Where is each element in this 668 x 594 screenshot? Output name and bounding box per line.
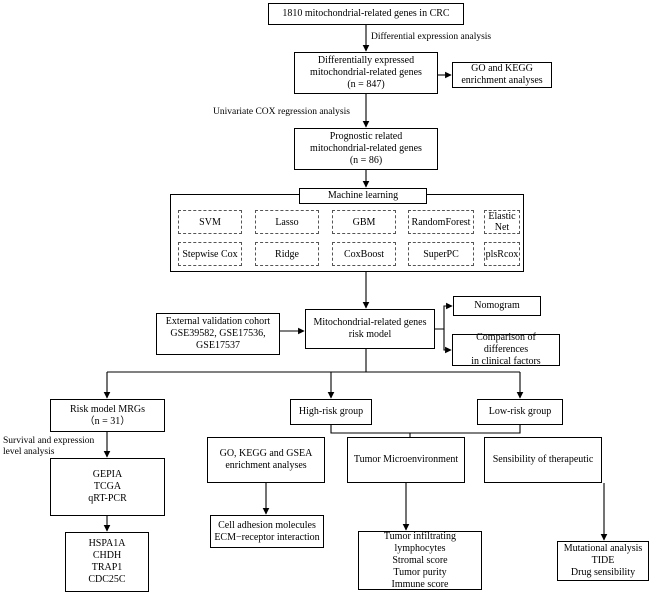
prognostic-node-line-2: mitochondrial-related genes (310, 143, 422, 154)
cell-adhesion-node-line-2: ECM−receptor interaction (214, 531, 320, 543)
mutational-analysis-node-line-2: TIDE (591, 555, 615, 566)
sensibility-therapeutic-node-line-1: Sensibility of therapeutic (492, 454, 594, 465)
clinical-factors-node-line-2: in clinical factors (471, 356, 541, 367)
method-svm: SVM (178, 210, 242, 234)
method-superpc-line-1: SuperPC (423, 248, 459, 260)
external-validation-node-line-2: GSE39582, GSE17536, (170, 328, 266, 339)
machine-learning-title: Machine learning (299, 188, 427, 204)
nomogram-node-line-1: Nomogram (474, 300, 520, 311)
label-survival-expression-line-1: Survival and expression (3, 436, 95, 446)
tumor-microenvironment-node-line-1: Tumor Microenvironment (353, 454, 459, 465)
label-univariate-cox: Univariate COX regression analysis (213, 107, 350, 118)
method-ridge: Ridge (255, 242, 319, 266)
deg-node-line-1: Differentially expressed (317, 55, 415, 66)
gsea-enrichment-node-line-1: GO, KEGG and GSEA (219, 448, 313, 459)
tumor-infiltrating-node-line-2: Stromal score (392, 554, 448, 566)
gsea-enrichment-node-line-2: enrichment analyses (225, 460, 307, 471)
mutational-analysis-node-line-3: Drug sensibility (570, 567, 636, 578)
key-genes-node-line-2: CHDH (92, 550, 122, 561)
method-svm-line-1: SVM (199, 216, 221, 228)
machine-learning-title-line-1: Machine learning (327, 190, 399, 201)
high-risk-group-node-line-1: High-risk group (298, 406, 364, 417)
deg-node-line-3: (n = 847) (347, 79, 385, 90)
method-stepwise-cox-line-1: Stepwise Cox (182, 248, 238, 260)
key-genes-node-line-1: HSPA1A (88, 538, 126, 549)
label-differential-expression: Differential expression analysis (371, 32, 491, 43)
method-random-forest-line-2: Forest (445, 216, 471, 228)
method-plsrcox-line-1: plsRcox (485, 248, 519, 260)
label-differential-expression-line-1: Differential expression analysis (371, 32, 492, 42)
sensibility-therapeutic-node: Sensibility of therapeutic (484, 437, 602, 483)
key-genes-node-line-3: TRAP1 (91, 562, 123, 573)
prognostic-node-line-3: (n = 86) (349, 155, 383, 166)
method-lasso-line-1: Lasso (275, 216, 299, 228)
method-random-forest-line-1: Random (411, 216, 446, 228)
nomogram-node: Nomogram (453, 296, 541, 316)
start-node-line-1: 1810 mitochondrial-related genes in CRC (282, 8, 450, 19)
clinical-factors-node-line-1: Comparison of differences (476, 332, 536, 355)
deg-node-line-2: mitochondrial-related genes (310, 67, 422, 78)
risk-model-node-line-1: Mitochondrial-related genes (313, 317, 427, 328)
method-stepwise-cox: Stepwise Cox (178, 242, 242, 266)
method-gbm: GBM (332, 210, 396, 234)
method-elastic-net: Elastic Net (484, 210, 520, 234)
tumor-infiltrating-node-line-1: Tumor infiltrating lymphocytes (383, 530, 457, 554)
label-survival-expression-line-2: level analysis (3, 447, 55, 457)
tumor-infiltrating-node-line-3: Tumor purity (393, 566, 447, 578)
external-validation-node-line-3: GSE17537 (196, 340, 240, 351)
method-plsrcox: plsRcox (484, 242, 520, 266)
key-genes-node-line-4: CDC25C (88, 574, 126, 585)
go-kegg-node-line-2: enrichment analyses (461, 75, 543, 86)
edge-risk-nomogram (435, 302, 453, 330)
risk-model-mrgs-node-line-2: （n = 31） (84, 415, 131, 427)
mutational-analysis-node-line-1: Mutational analysis (563, 543, 643, 554)
start-node: 1810 mitochondrial-related genes in CRC (268, 3, 464, 25)
label-univariate-cox-line-1: Univariate COX regression analysis (213, 107, 350, 117)
risk-model-mrgs-node-line-1: Risk model MRGs (69, 403, 145, 415)
method-lasso: Lasso (255, 210, 319, 234)
risk-model-node-line-2: risk model (348, 329, 392, 340)
validation-methods-node-line-1: GEPIA (92, 469, 123, 480)
validation-methods-node-line-3: qRT-PCR (88, 493, 127, 504)
edge-groups-join (330, 425, 521, 434)
tumor-microenvironment-node: Tumor Microenvironment (347, 437, 465, 483)
method-gbm-line-1: GBM (352, 216, 376, 228)
low-risk-group-node-line-1: Low-risk group (488, 406, 552, 417)
external-validation-node-line-1: External validation cohort (165, 316, 271, 327)
method-coxboost: CoxBoost (332, 242, 396, 266)
high-risk-group-node: High-risk group (290, 399, 372, 425)
validation-methods-node-line-2: TCGA (93, 481, 122, 492)
method-ridge-line-1: Ridge (275, 248, 299, 260)
go-kegg-node-line-1: GO and KEGG (471, 63, 533, 74)
tumor-infiltrating-node-line-4: Immune score (391, 578, 449, 590)
prognostic-node-line-1: Prognostic related (329, 131, 403, 142)
cell-adhesion-node-line-1: Cell adhesion molecules (218, 519, 316, 531)
risk-model-mrgs-node: Risk model MRGs（n = 31） (50, 399, 165, 432)
method-coxboost-line-1: CoxBoost (343, 248, 384, 260)
method-superpc: SuperPC (408, 242, 474, 266)
edge-risk-clinical (443, 329, 452, 354)
method-elastic-net-line-1: Elastic Net (488, 211, 516, 233)
low-risk-group-node: Low-risk group (477, 399, 563, 425)
